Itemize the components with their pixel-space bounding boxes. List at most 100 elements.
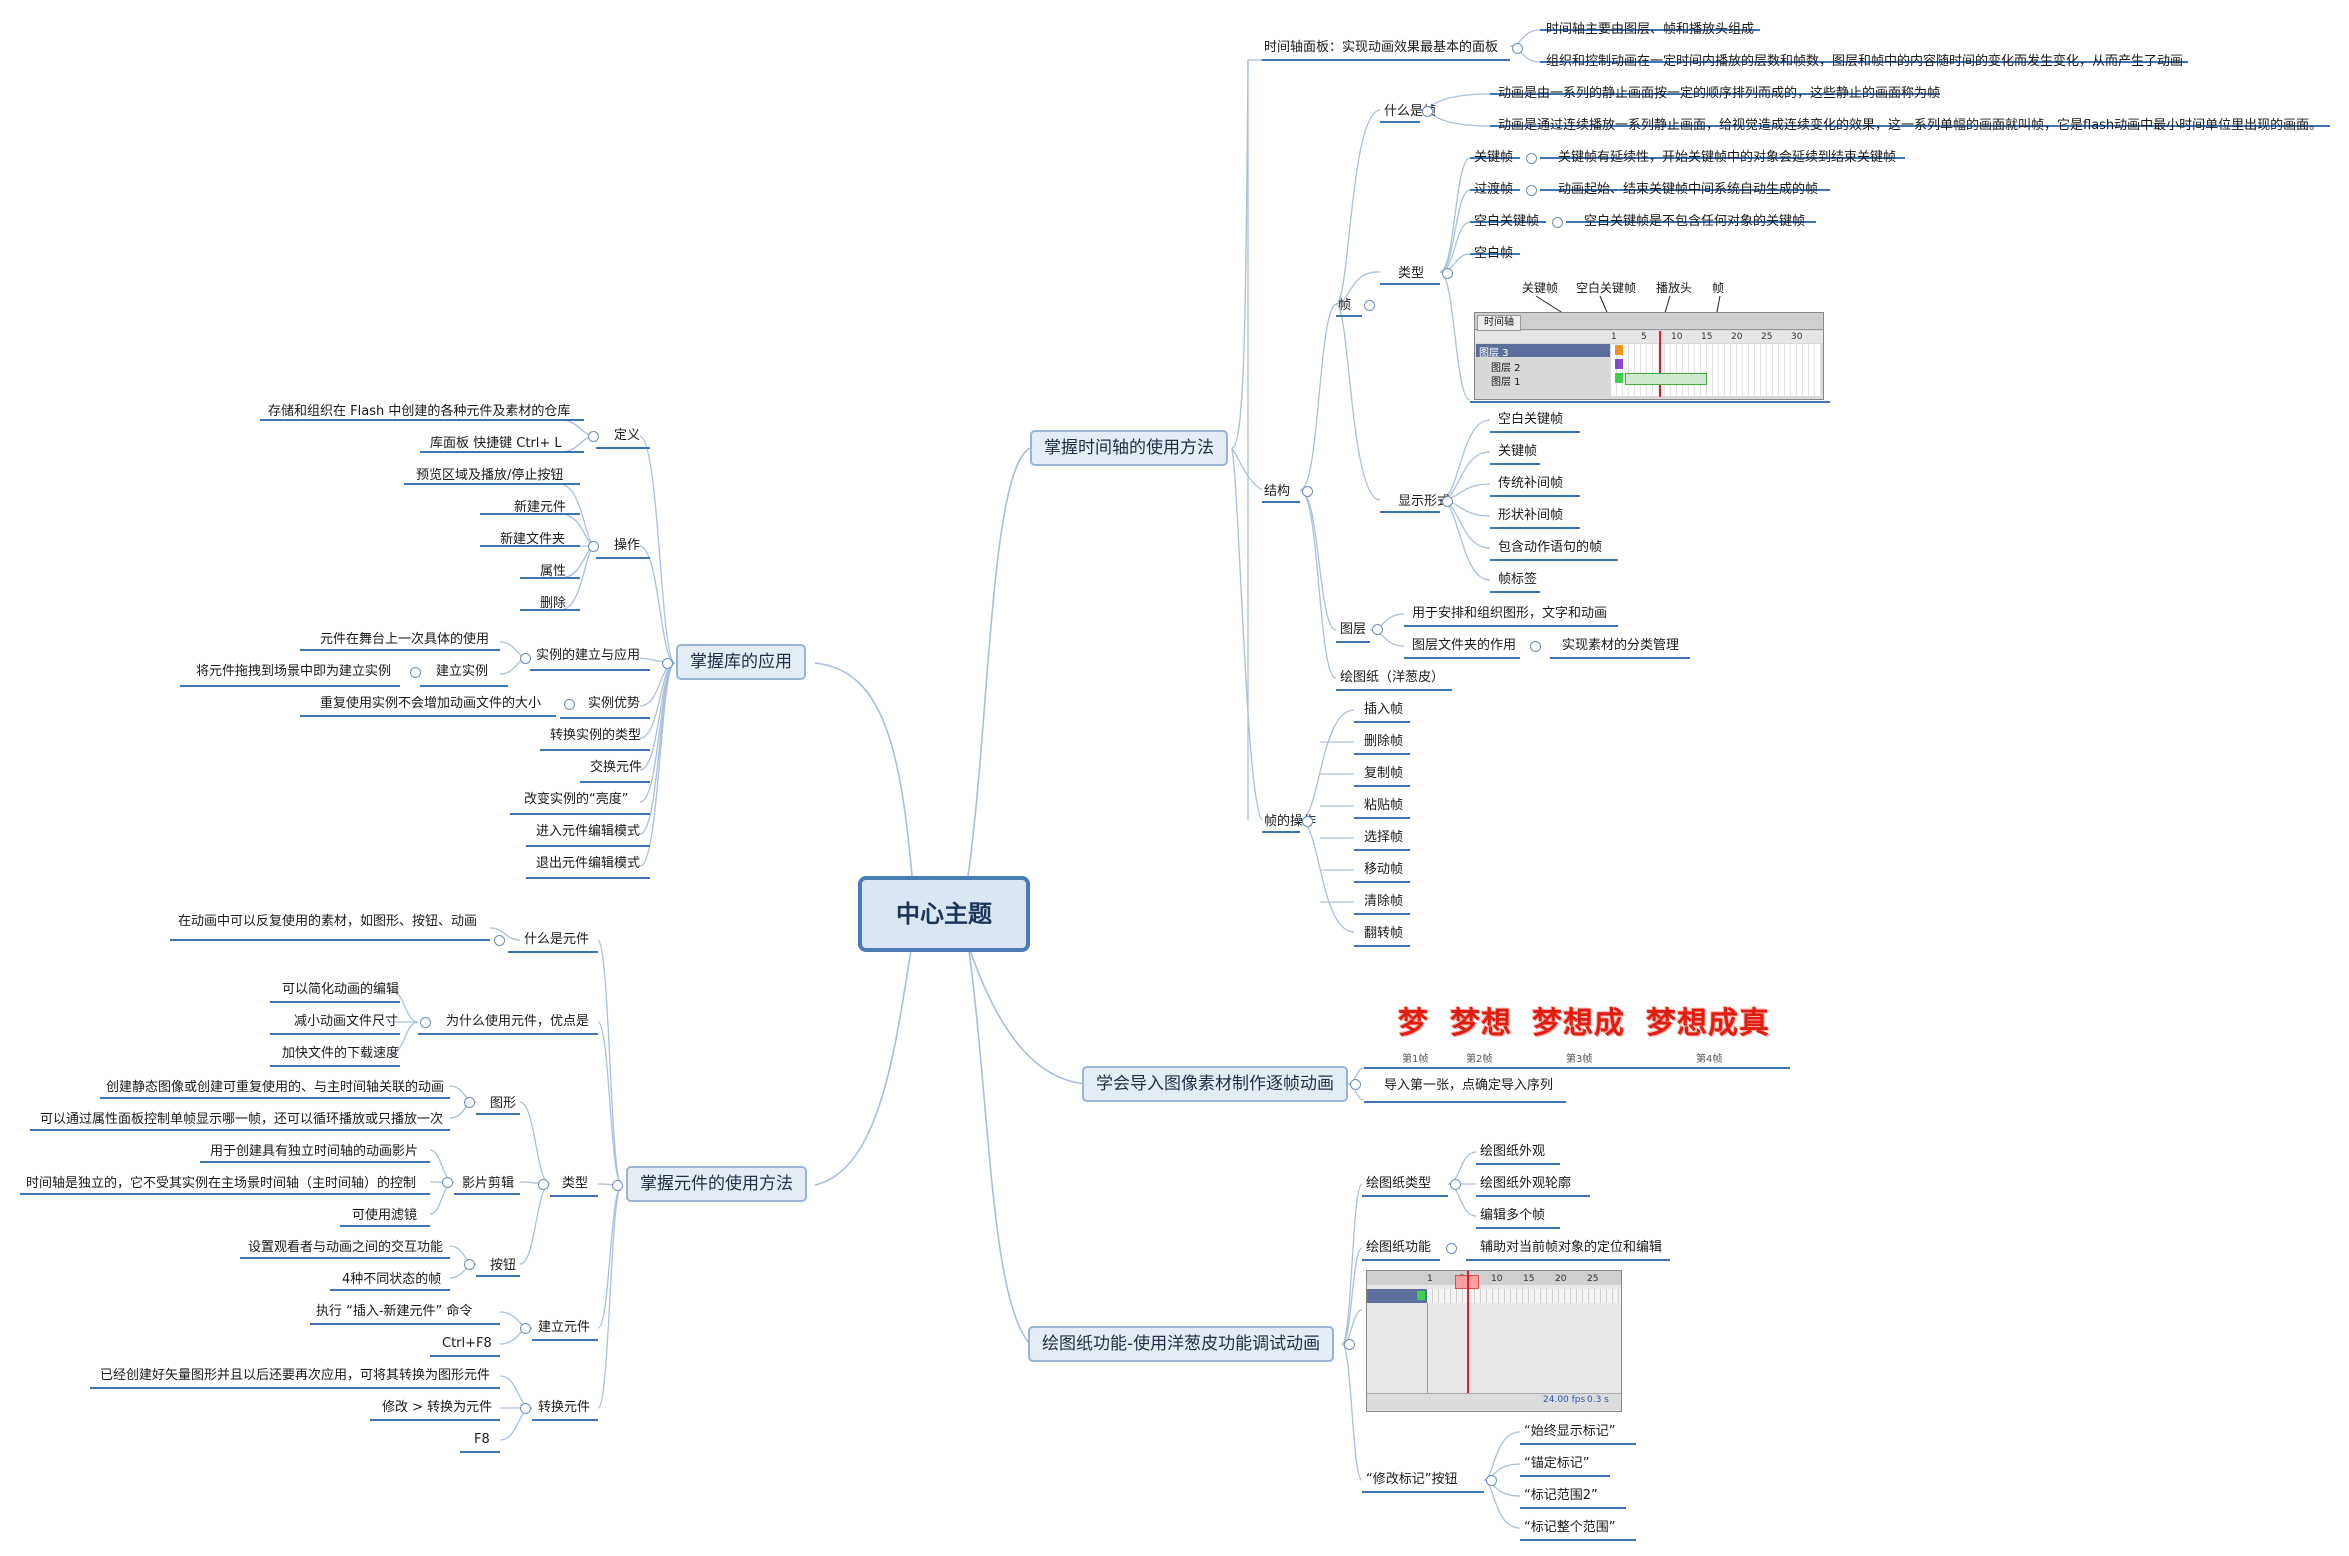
layer-row[interactable]: 图层 1 xyxy=(1491,377,1521,388)
onion-type-label[interactable]: 绘图纸类型 xyxy=(1366,1176,1432,1191)
convert-item[interactable]: F8 xyxy=(474,1432,490,1447)
build-instance-note[interactable]: 将元件拖拽到场景中即为建立实例 xyxy=(196,664,392,679)
library-ops-label[interactable]: 操作 xyxy=(614,538,641,553)
library-op[interactable]: 删除 xyxy=(540,596,567,611)
collapse-toggle[interactable] xyxy=(662,658,673,669)
topic-library[interactable]: 掌握库的应用 xyxy=(676,644,806,680)
button-item[interactable]: 4种不同状态的帧 xyxy=(342,1272,442,1287)
collapse-toggle[interactable] xyxy=(612,1180,623,1191)
library-more[interactable]: 交换元件 xyxy=(590,760,643,775)
layer-label[interactable]: 图层 xyxy=(1340,622,1367,637)
collapse-toggle[interactable] xyxy=(1350,1079,1361,1090)
advantage-label[interactable]: 实例优势 xyxy=(588,696,641,711)
graphic-label[interactable]: 图形 xyxy=(490,1096,517,1111)
collapse-toggle[interactable] xyxy=(1364,300,1375,311)
collapse-toggle[interactable] xyxy=(1442,496,1453,507)
topic-symbols[interactable]: 掌握元件的使用方法 xyxy=(626,1166,807,1202)
type-blank-frame[interactable]: 空白帧 xyxy=(1474,246,1514,261)
central-topic[interactable]: 中心主题 xyxy=(858,876,1030,952)
type-keyframe-note[interactable]: 关键帧有延续性，开始关键帧中的对象会延续到结束关键帧 xyxy=(1558,150,1897,165)
collapse-toggle[interactable] xyxy=(520,1403,531,1414)
collapse-toggle[interactable] xyxy=(1344,1339,1355,1350)
onion-paper-label[interactable]: 绘图纸（洋葱皮） xyxy=(1340,670,1445,685)
type-keyframe[interactable]: 关键帧 xyxy=(1474,150,1514,165)
build-instance-label[interactable]: 建立实例 xyxy=(436,664,489,679)
library-def-item[interactable]: 存储和组织在 Flash 中创建的各种元件及素材的仓库 xyxy=(268,404,571,419)
collapse-toggle[interactable] xyxy=(464,1097,475,1108)
movie-clip-label[interactable]: 影片剪辑 xyxy=(462,1176,515,1191)
onion-function-label[interactable]: 绘图纸功能 xyxy=(1366,1240,1432,1255)
display-item[interactable]: 形状补间帧 xyxy=(1498,508,1564,523)
collapse-toggle[interactable] xyxy=(464,1259,475,1270)
panel-note[interactable]: 时间轴主要由图层、帧和播放头组成 xyxy=(1546,22,1755,37)
collapse-toggle[interactable] xyxy=(1486,1475,1497,1486)
collapse-toggle[interactable] xyxy=(494,935,505,946)
why-item[interactable]: 减小动画文件尺寸 xyxy=(294,1014,399,1029)
collapse-toggle[interactable] xyxy=(1526,185,1537,196)
collapse-toggle[interactable] xyxy=(520,653,531,664)
frame-op[interactable]: 插入帧 xyxy=(1364,702,1404,717)
collapse-toggle[interactable] xyxy=(1530,641,1541,652)
panel-note[interactable]: 组织和控制动画在一定时间内播放的层数和帧数，图层和帧中的内容随时间的变化而发生变… xyxy=(1546,54,2184,69)
convert-item[interactable]: 修改 > 转换为元件 xyxy=(382,1400,493,1415)
layer-item[interactable]: 图层文件夹的作用 xyxy=(1412,638,1517,653)
playhead[interactable] xyxy=(1467,1271,1469,1401)
frame-op[interactable]: 删除帧 xyxy=(1364,734,1404,749)
type-tween-frame[interactable]: 过渡帧 xyxy=(1474,182,1514,197)
topic-timeline[interactable]: 掌握时间轴的使用方法 xyxy=(1030,430,1228,466)
collapse-toggle[interactable] xyxy=(1450,1179,1461,1190)
why-symbol-label[interactable]: 为什么使用元件，优点是 xyxy=(446,1014,590,1029)
collapse-toggle[interactable] xyxy=(564,699,575,710)
import-note[interactable]: 导入第一张，点确定导入序列 xyxy=(1384,1078,1554,1093)
frame-op[interactable]: 移动帧 xyxy=(1364,862,1404,877)
collapse-toggle[interactable] xyxy=(1446,1243,1457,1254)
convert-item[interactable]: 已经创建好矢量图形并且以后还要再次应用，可将其转换为图形元件 xyxy=(100,1368,491,1383)
collapse-toggle[interactable] xyxy=(442,1177,453,1188)
structure-label[interactable]: 结构 xyxy=(1264,484,1291,499)
create-item[interactable]: 执行 “插入-新建元件” 命令 xyxy=(316,1304,473,1319)
layer-row[interactable]: 图层 3 xyxy=(1479,348,1509,359)
modify-markers-label[interactable]: “修改标记”按钮 xyxy=(1366,1472,1458,1487)
collapse-toggle[interactable] xyxy=(538,1179,549,1190)
display-item[interactable]: 帧标签 xyxy=(1498,572,1538,587)
library-def-label[interactable]: 定义 xyxy=(614,428,641,443)
frame-op[interactable]: 粘贴帧 xyxy=(1364,798,1404,813)
library-op[interactable]: 新建文件夹 xyxy=(500,532,566,547)
collapse-toggle[interactable] xyxy=(1422,106,1433,117)
modify-item[interactable]: “标记整个范围” xyxy=(1524,1520,1616,1535)
frame-op[interactable]: 复制帧 xyxy=(1364,766,1404,781)
library-op[interactable]: 预览区域及播放/停止按钮 xyxy=(416,468,564,483)
layer-row[interactable]: 图层 2 xyxy=(1491,363,1521,374)
frame-label[interactable]: 帧 xyxy=(1338,298,1352,313)
library-more[interactable]: 进入元件编辑模式 xyxy=(536,824,641,839)
movie-item[interactable]: 时间轴是独立的，它不受其实例在主场景时间轴（主时间轴）的控制 xyxy=(26,1176,417,1191)
modify-item[interactable]: “锚定标记” xyxy=(1524,1456,1590,1471)
movie-item[interactable]: 用于创建具有独立时间轴的动画影片 xyxy=(210,1144,419,1159)
what-symbol-note[interactable]: 在动画中可以反复使用的素材，如图形、按钮、动画 xyxy=(178,914,478,929)
collapse-toggle[interactable] xyxy=(1302,816,1313,827)
display-item[interactable]: 包含动作语句的帧 xyxy=(1498,540,1603,555)
why-item[interactable]: 可以简化动画的编辑 xyxy=(282,982,400,997)
frame-op[interactable]: 翻转帧 xyxy=(1364,926,1404,941)
type-blank-keyframe[interactable]: 空白关键帧 xyxy=(1474,214,1540,229)
instance-note[interactable]: 元件在舞台上一次具体的使用 xyxy=(320,632,490,647)
collapse-toggle[interactable] xyxy=(588,431,599,442)
timeline-panel-title[interactable]: 时间轴面板：实现动画效果最基本的面板 xyxy=(1264,40,1499,55)
button-label[interactable]: 按钮 xyxy=(490,1258,517,1273)
library-op[interactable]: 属性 xyxy=(540,564,567,579)
library-more[interactable]: 转换实例的类型 xyxy=(550,728,642,743)
types-label[interactable]: 类型 xyxy=(1398,266,1425,281)
collapse-toggle[interactable] xyxy=(520,1323,531,1334)
collapse-toggle[interactable] xyxy=(410,667,421,678)
onion-type-item[interactable]: 编辑多个帧 xyxy=(1480,1208,1546,1223)
type-tween-frame-note[interactable]: 动画起始、结束关键帧中间系统自动生成的帧 xyxy=(1558,182,1819,197)
collapse-toggle[interactable] xyxy=(588,541,599,552)
display-label[interactable]: 显示形式 xyxy=(1398,494,1451,509)
timeline-tab[interactable]: 时间轴 xyxy=(1477,315,1521,331)
convert-symbol-label[interactable]: 转换元件 xyxy=(538,1400,591,1415)
graphic-item[interactable]: 可以通过属性面板控制单帧显示哪一帧，还可以循环播放或只播放一次 xyxy=(40,1112,444,1127)
collapse-toggle[interactable] xyxy=(1372,624,1383,635)
library-op[interactable]: 新建元件 xyxy=(514,500,567,515)
symbol-types-label[interactable]: 类型 xyxy=(562,1176,589,1191)
onion-type-item[interactable]: 绘图纸外观 xyxy=(1480,1144,1546,1159)
